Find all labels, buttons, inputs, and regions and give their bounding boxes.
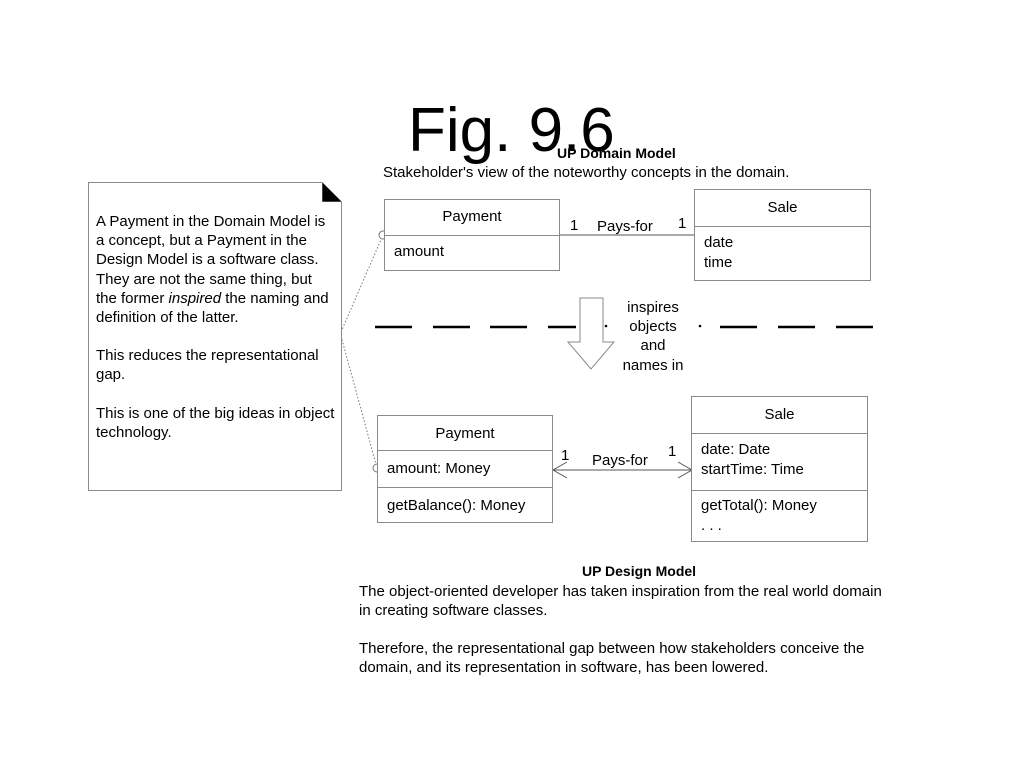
class-name: Sale: [695, 190, 870, 227]
class-attribute: time: [704, 253, 733, 271]
divider-dot-right: [698, 324, 702, 328]
class-name: Payment: [385, 200, 559, 236]
note-anchor-line-design: [340, 335, 378, 469]
design-model-caption: The object-oriented developer has taken …: [359, 583, 882, 676]
inspires-label: inspires objects and names in: [622, 299, 684, 374]
slide-title: Fig. 9.6: [408, 96, 615, 165]
class-attribute: amount: Money: [387, 460, 491, 477]
domain-association-label: Pays-for: [597, 218, 653, 235]
note-folded-corner-icon: [322, 182, 342, 202]
note-paragraph-2: This reduces the representational gap.: [96, 347, 319, 384]
note-text: A Payment in the Domain Model is a conce…: [96, 212, 336, 461]
class-attribute: amount: [394, 243, 445, 260]
inspires-down-arrow: [566, 297, 616, 370]
design-multiplicity-left: 1: [561, 447, 570, 464]
domain-model-caption: Stakeholder's view of the noteworthy con…: [383, 164, 790, 181]
uml-note: A Payment in the Domain Model is a conce…: [88, 182, 342, 491]
design-association-label: Pays-for: [592, 452, 648, 469]
class-attribute: date: Date: [701, 441, 771, 458]
class-operation: . . .: [701, 516, 722, 534]
note-anchor-line-domain: [340, 234, 384, 333]
design-multiplicity-right: 1: [668, 443, 677, 460]
class-attribute: date: [704, 234, 734, 251]
divider-dot-left: [604, 324, 608, 328]
design-payment-class: Payment amount: Money getBalance(): Mone…: [377, 415, 553, 523]
domain-model-title: UP Domain Model: [557, 145, 676, 161]
domain-multiplicity-left: 1: [570, 217, 579, 234]
design-sale-class: Sale date: Date startTime: Time getTotal…: [691, 396, 868, 542]
note-paragraph-3: This is one of the big ideas in object t…: [96, 404, 335, 441]
class-attribute: startTime: Time: [701, 460, 804, 478]
note-paragraph-1: A Payment in the Domain Model is a conce…: [96, 213, 329, 327]
class-name: Payment: [378, 416, 552, 451]
domain-multiplicity-right: 1: [678, 215, 687, 232]
design-model-title: UP Design Model: [581, 563, 697, 579]
class-name: Sale: [692, 397, 867, 434]
domain-payment-class: Payment amount: [384, 199, 560, 271]
class-operation: getTotal(): Money: [701, 497, 817, 514]
class-operation: getBalance(): Money: [387, 497, 526, 514]
domain-sale-class: Sale date time: [694, 189, 871, 281]
